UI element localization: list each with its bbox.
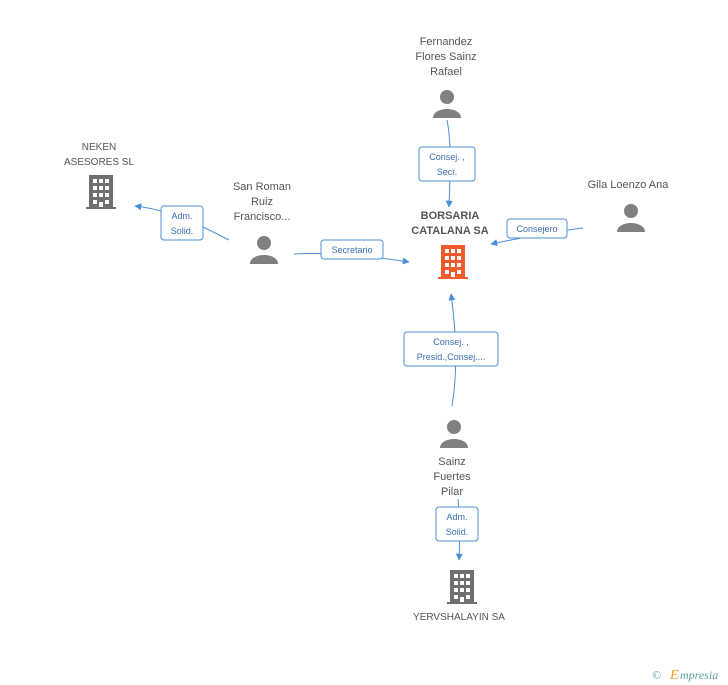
watermark-empresia: © E mpresia [652, 668, 718, 683]
building-icon [447, 570, 477, 604]
role-line: Consejero [516, 224, 557, 234]
role-line: Consej. , [429, 152, 465, 162]
role-line: Solid. [171, 226, 194, 236]
role-label-sanroman-neken: Adm. Solid. [160, 205, 204, 241]
role-line: Consej. , [433, 337, 469, 347]
node-label-line: BORSARIA [421, 210, 480, 222]
role-line: Presid.,Consej.... [417, 352, 486, 362]
role-label-gila-center: Consejero [506, 218, 568, 239]
node-label-line: Pilar [441, 486, 463, 498]
role-label-sainz-center: Consej. , Presid.,Consej.... [403, 331, 499, 367]
role-line: Secretario [331, 245, 372, 255]
building-icon [438, 245, 468, 279]
node-sainz-fuertes-pilar[interactable]: Sainz Fuertes Pilar [433, 420, 471, 498]
person-icon [433, 90, 461, 118]
person-icon [250, 236, 278, 264]
person-icon [440, 420, 468, 448]
node-label-line: Ruiz [251, 196, 273, 208]
node-label-line: YERVSHALAYIN SA [413, 612, 505, 623]
node-label-line: CATALANA SA [411, 225, 488, 237]
node-yervshalayin[interactable]: YERVSHALAYIN SA [413, 570, 505, 623]
role-line: Adm. [171, 211, 192, 221]
node-label-line: Fernandez [420, 36, 473, 48]
node-label-line: Flores Sainz [415, 51, 476, 63]
role-line: Secr. [437, 167, 458, 177]
role-label-sanroman-center: Secretario [320, 239, 384, 260]
node-label-line: Fuertes [433, 471, 471, 483]
node-label-line: San Roman [233, 181, 291, 193]
node-fernandez-flores-sainz-rafael[interactable]: Fernandez Flores Sainz Rafael [415, 36, 477, 118]
role-label-fernandez-center: Consej. , Secr. [418, 146, 476, 182]
node-san-roman-ruiz-francisco[interactable]: San Roman Ruiz Francisco... [233, 181, 291, 264]
node-label-line: Gila Loenzo Ana [588, 179, 670, 191]
person-icon [617, 204, 645, 232]
role-label-sainz-yervshalayin: Adm. Solid. [435, 506, 479, 542]
node-label-line: Sainz [438, 456, 466, 468]
node-neken-asesores[interactable]: NEKEN ASESORES SL [64, 142, 134, 209]
edges [134, 119, 584, 561]
node-borsaria-catalana[interactable]: BORSARIA CATALANA SA [411, 210, 489, 279]
node-label-line: NEKEN [82, 142, 116, 153]
node-label-line: Rafael [430, 66, 462, 78]
brand-initial: E [669, 668, 679, 683]
node-label-line: ASESORES SL [64, 157, 134, 168]
node-gila-loenzo-ana[interactable]: Gila Loenzo Ana [588, 179, 670, 232]
brand-name: mpresia [680, 668, 718, 682]
building-icon [86, 175, 116, 209]
copyright-symbol: © [652, 668, 661, 682]
role-line: Solid. [446, 527, 469, 537]
node-label-line: Francisco... [234, 211, 291, 223]
role-line: Adm. [446, 512, 467, 522]
